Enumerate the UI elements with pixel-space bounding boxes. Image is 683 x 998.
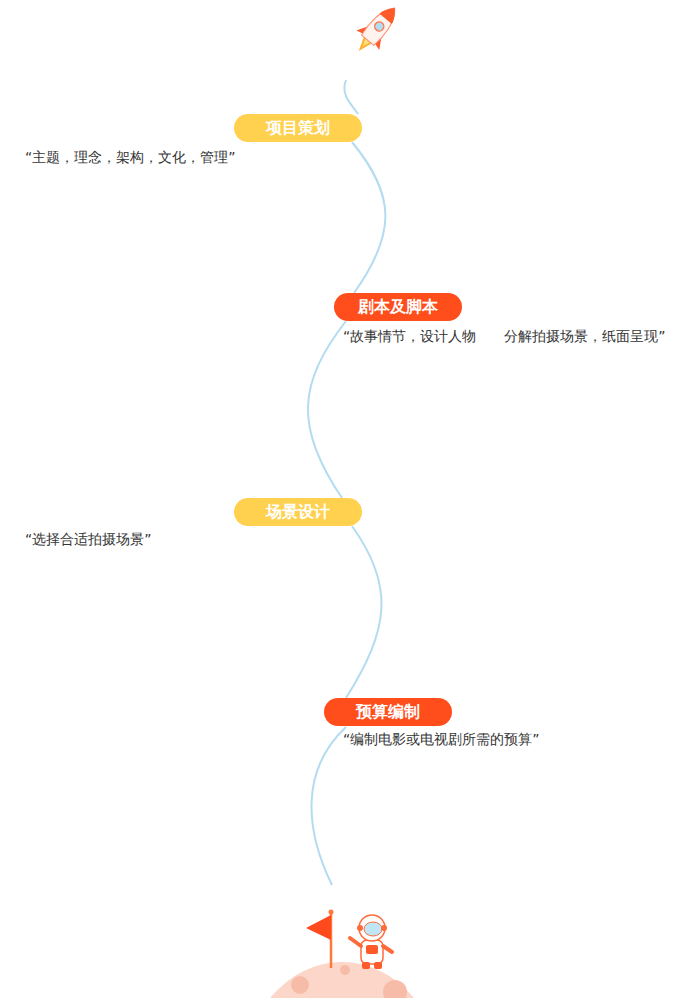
astronaut-icon bbox=[350, 915, 392, 969]
timeline-line bbox=[344, 80, 358, 114]
stage-pill: 项目策划“主题，理念，架构，文化，管理” bbox=[234, 114, 362, 142]
stage-description: “选择合适拍摄场景” bbox=[25, 526, 325, 552]
stage-pill: 场景设计“选择合适拍摄场景” bbox=[234, 498, 362, 526]
stage-description: “故事情节，设计人物 分解拍摄场景，纸面呈现” bbox=[343, 323, 673, 349]
stage-title: 剧本及脚本 bbox=[334, 293, 462, 321]
stage-title: 场景设计 bbox=[234, 498, 362, 526]
stage-title: 预算编制 bbox=[324, 698, 452, 726]
stage-description: “主题，理念，架构，文化，管理” bbox=[25, 144, 345, 170]
timeline-connector bbox=[346, 526, 382, 698]
rocket-icon bbox=[347, 0, 406, 61]
timeline-line bbox=[312, 727, 346, 885]
flag-icon bbox=[306, 910, 334, 969]
stage-description: “编制电影或电视剧所需的预算” bbox=[343, 726, 673, 752]
stage-title: 项目策划 bbox=[234, 114, 362, 142]
timeline-connector bbox=[308, 321, 346, 498]
stage-pill: 预算编制“编制电影或电视剧所需的预算” bbox=[324, 698, 452, 726]
stage-pill: 剧本及脚本“故事情节，设计人物 分解拍摄场景，纸面呈现” bbox=[334, 293, 462, 321]
timeline-connector bbox=[352, 142, 385, 293]
moon-illustration bbox=[242, 962, 442, 998]
